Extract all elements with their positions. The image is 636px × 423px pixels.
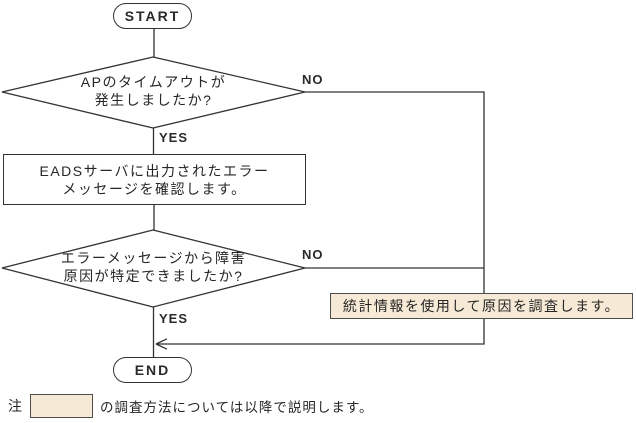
note-text: の調査方法については以降で説明します。 xyxy=(100,400,374,415)
note-prefix: 注 xyxy=(8,398,22,414)
process1-line1: EADSサーバに出力されたエラー xyxy=(39,162,270,179)
highlight-action-label: 統計情報を使用して原因を調査します。 xyxy=(342,298,621,314)
decision2-line1: エラーメッセージから障害 xyxy=(60,250,247,266)
decision2-yes-label: YES xyxy=(159,311,189,326)
merge-arrowhead xyxy=(155,338,168,350)
process1-box: EADSサーバに出力されたエラー メッセージを確認します。 xyxy=(3,154,306,205)
connector-decision1-no xyxy=(156,91,485,345)
start-label: START xyxy=(124,8,181,24)
end-node: END xyxy=(113,357,192,383)
note-legend-swatch xyxy=(30,394,93,418)
end-label: END xyxy=(134,362,171,378)
highlight-action-box: 統計情報を使用して原因を調査します。 xyxy=(330,293,633,319)
decision2-text: エラーメッセージから障害 原因が特定できましたか? xyxy=(27,249,280,285)
decision2-diamond xyxy=(1,229,306,308)
decision2-no-label: NO xyxy=(302,247,324,262)
decision1-diamond xyxy=(1,56,306,129)
decision1-line2: 発生しましたか? xyxy=(94,92,213,108)
decision1-line1: APのタイムアウトが xyxy=(80,74,227,90)
decision1-yes-label: YES xyxy=(159,130,189,145)
start-node: START xyxy=(113,3,192,29)
decision2-line2: 原因が特定できましたか? xyxy=(63,268,244,284)
process1-line2: メッセージを確認します。 xyxy=(62,180,247,197)
decision1-no-label: NO xyxy=(302,72,324,87)
decision1-text: APのタイムアウトが 発生しましたか? xyxy=(27,73,280,109)
